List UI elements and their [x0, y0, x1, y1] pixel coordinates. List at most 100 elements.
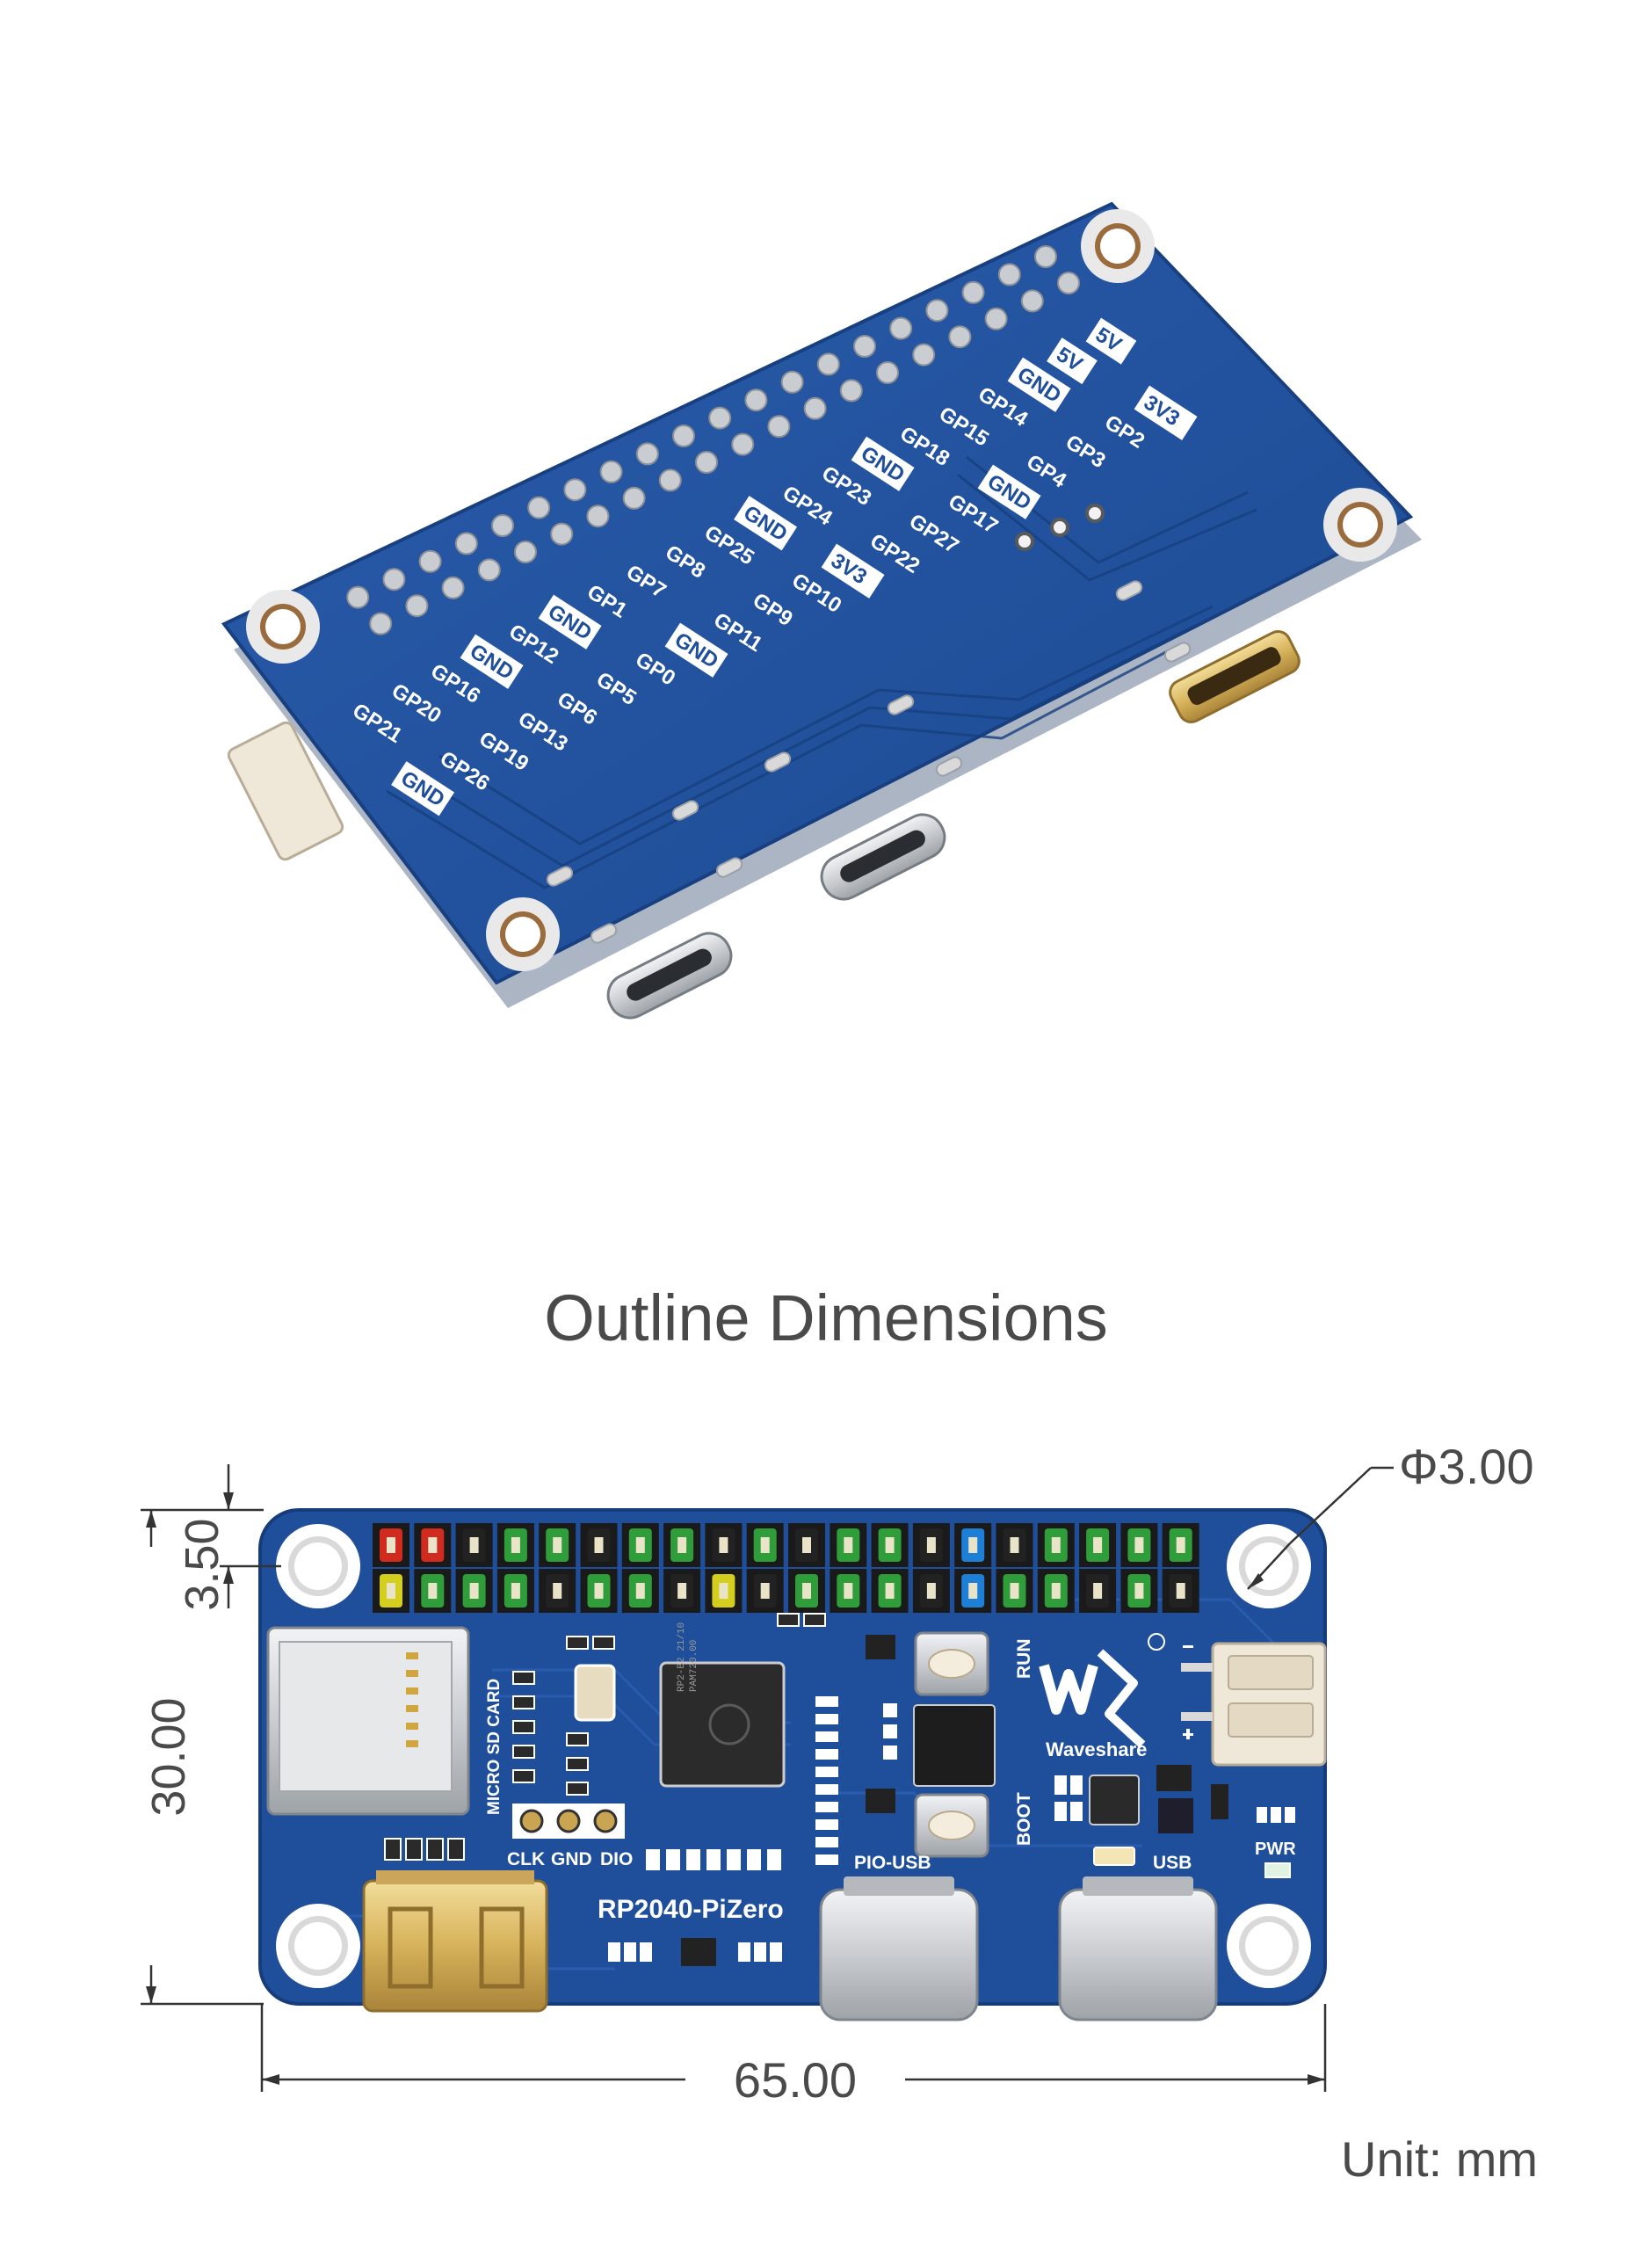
run-label: RUN — [1014, 1639, 1034, 1680]
solder-joint — [1034, 245, 1057, 268]
solder-joint — [418, 549, 442, 573]
crystal-oscillator — [574, 1664, 616, 1722]
solder-joint — [731, 432, 755, 456]
header-pin-tip — [719, 1537, 728, 1553]
header-pin-tip — [1093, 1583, 1103, 1599]
solder-joint — [1057, 272, 1080, 294]
header-pin-tip — [1051, 1583, 1061, 1599]
header-pin-tip — [968, 1537, 978, 1553]
solder-joint — [839, 379, 863, 403]
header-pin-tip — [594, 1583, 604, 1599]
header-pin-tip — [469, 1537, 479, 1553]
header-solder-joints — [346, 245, 1080, 635]
jst-connector — [1181, 1642, 1327, 1767]
micro-sd-slot — [266, 1626, 470, 1816]
header-pin-tip — [844, 1583, 853, 1599]
header-pin-tip — [802, 1537, 811, 1553]
pcb-back — [221, 201, 1414, 985]
header-pin-tip — [428, 1583, 438, 1599]
solder-joint — [454, 532, 478, 555]
brand-text: Waveshare — [1046, 1738, 1147, 1760]
header-pin-tip — [469, 1583, 479, 1599]
board-name: RP2040-PiZero — [598, 1895, 784, 1924]
solder-joint — [369, 612, 393, 635]
pin-label-box — [821, 543, 885, 599]
header-pin-tip — [885, 1537, 895, 1553]
header-pin-tip — [387, 1583, 395, 1599]
header-pin-tip — [428, 1537, 438, 1553]
solder-joint — [599, 460, 623, 483]
jst-connector — [227, 721, 344, 861]
svg-text:RP2-B2 21/10: RP2-B2 21/10 — [677, 1622, 687, 1692]
header-pin-tip — [553, 1537, 562, 1553]
solder-joint — [514, 541, 537, 563]
rp2040-chip: RP2-B2 21/10 PAM720.00 — [659, 1622, 786, 1788]
boot-label: BOOT — [1014, 1792, 1034, 1846]
solder-joint — [622, 486, 646, 510]
swd-dio-label: DIO — [600, 1849, 633, 1869]
mount-hole — [276, 1904, 360, 1988]
solder-joint — [889, 316, 913, 340]
header-pin-tip — [1093, 1537, 1103, 1553]
solder-joint — [586, 504, 610, 528]
hole-offset-dimension: 3.50 — [176, 1518, 228, 1610]
solder-joint — [744, 388, 768, 412]
header-pin-tip — [844, 1537, 853, 1553]
solder-joint — [767, 415, 791, 439]
pwr-label: PWR — [1255, 1840, 1296, 1859]
solder-joint — [876, 361, 899, 384]
solder-joint — [477, 558, 501, 582]
solder-joint — [695, 451, 718, 474]
solder-joint — [853, 335, 876, 358]
solder-joint — [563, 478, 587, 502]
usb-c-port — [606, 932, 733, 1020]
pin-label-box — [977, 464, 1041, 519]
header-pin-tip — [760, 1537, 770, 1553]
header-pin-tip — [760, 1583, 770, 1599]
pio-usb-label: PIO-USB — [854, 1853, 931, 1873]
header-pin-tip — [926, 1537, 936, 1553]
waveshare-logo — [1039, 1633, 1165, 1748]
solder-joint — [672, 425, 695, 447]
header-pin-tip — [1010, 1537, 1019, 1553]
pin-label-box — [734, 496, 798, 551]
solder-joint — [491, 514, 514, 537]
pin-label-box — [1007, 357, 1071, 412]
solder-joint — [780, 370, 804, 394]
header-pin-tip — [968, 1583, 978, 1599]
header-pin-tip — [885, 1583, 895, 1599]
usb-c-port — [820, 813, 946, 901]
header-pin-tip — [802, 1583, 811, 1599]
boot-button[interactable] — [914, 1793, 989, 1858]
solder-joint — [984, 307, 1008, 330]
mount-hole — [1323, 488, 1397, 562]
gpio-header — [373, 1523, 1199, 1613]
solder-joint — [1020, 289, 1044, 313]
swd-gnd-label: GND — [551, 1849, 592, 1869]
solder-joint — [527, 496, 551, 519]
run-button[interactable] — [914, 1631, 989, 1696]
solder-joint — [961, 280, 985, 304]
solder-joint — [803, 396, 827, 420]
header-pin-tip — [1010, 1583, 1019, 1599]
mount-hole — [1081, 209, 1155, 283]
mount-hole — [246, 590, 320, 664]
header-pin-tip — [926, 1583, 936, 1599]
solder-joint — [635, 442, 659, 466]
mount-hole — [276, 1524, 360, 1608]
header-pin-tip — [677, 1537, 687, 1553]
width-dimension: 65.00 — [734, 2052, 857, 2108]
solder-joint — [441, 576, 465, 599]
solder-joint — [658, 468, 682, 492]
solder-joint — [997, 263, 1021, 287]
header-pin-tip — [1176, 1583, 1185, 1599]
hole-diameter-dimension: Φ3.00 — [1399, 1439, 1534, 1494]
header-pin-tip — [1134, 1583, 1144, 1599]
height-dimension: 30.00 — [142, 1697, 195, 1816]
pio-usb-port — [819, 1876, 979, 2021]
swd-pads — [512, 1804, 625, 1839]
header-pin-tip — [387, 1537, 395, 1553]
header-pin-tip — [677, 1583, 687, 1599]
pin-label-box — [460, 634, 524, 689]
